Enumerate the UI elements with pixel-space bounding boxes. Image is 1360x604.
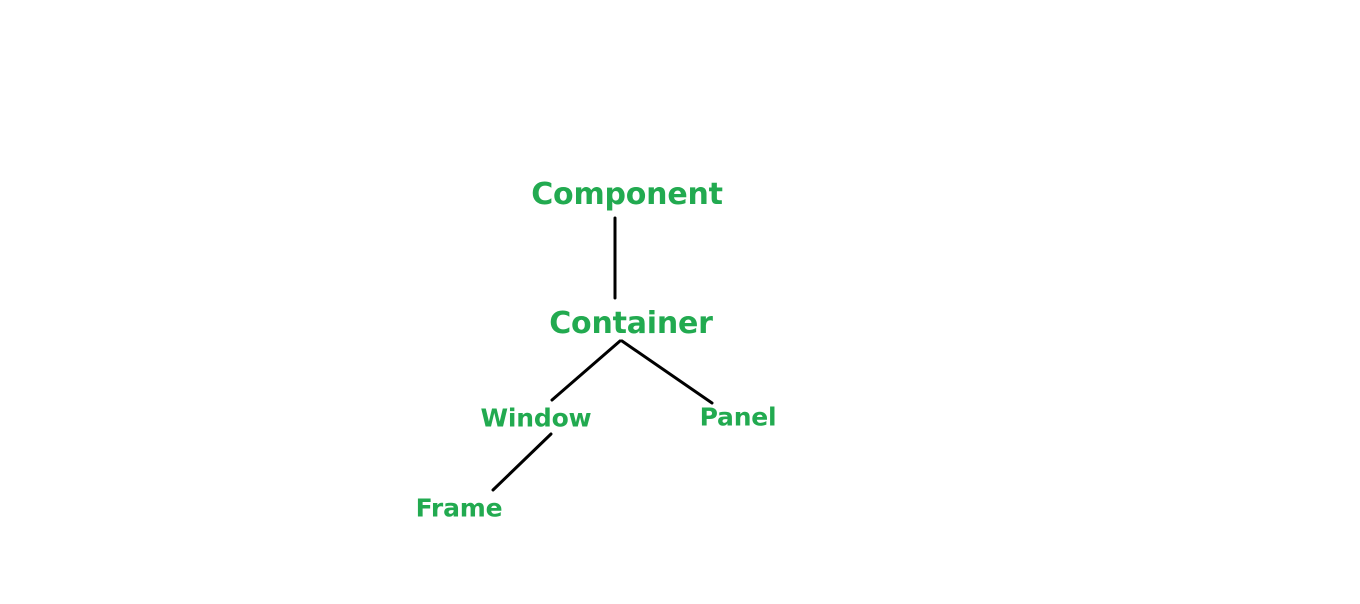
node-container: Container — [549, 306, 713, 341]
node-frame: Frame — [415, 493, 503, 523]
edge-container-panel — [620, 339, 714, 405]
node-window: Window — [480, 403, 592, 433]
edge-window-frame — [491, 432, 553, 492]
node-panel: Panel — [699, 402, 777, 432]
node-component: Component — [531, 177, 723, 212]
edge-container-window — [550, 339, 622, 402]
